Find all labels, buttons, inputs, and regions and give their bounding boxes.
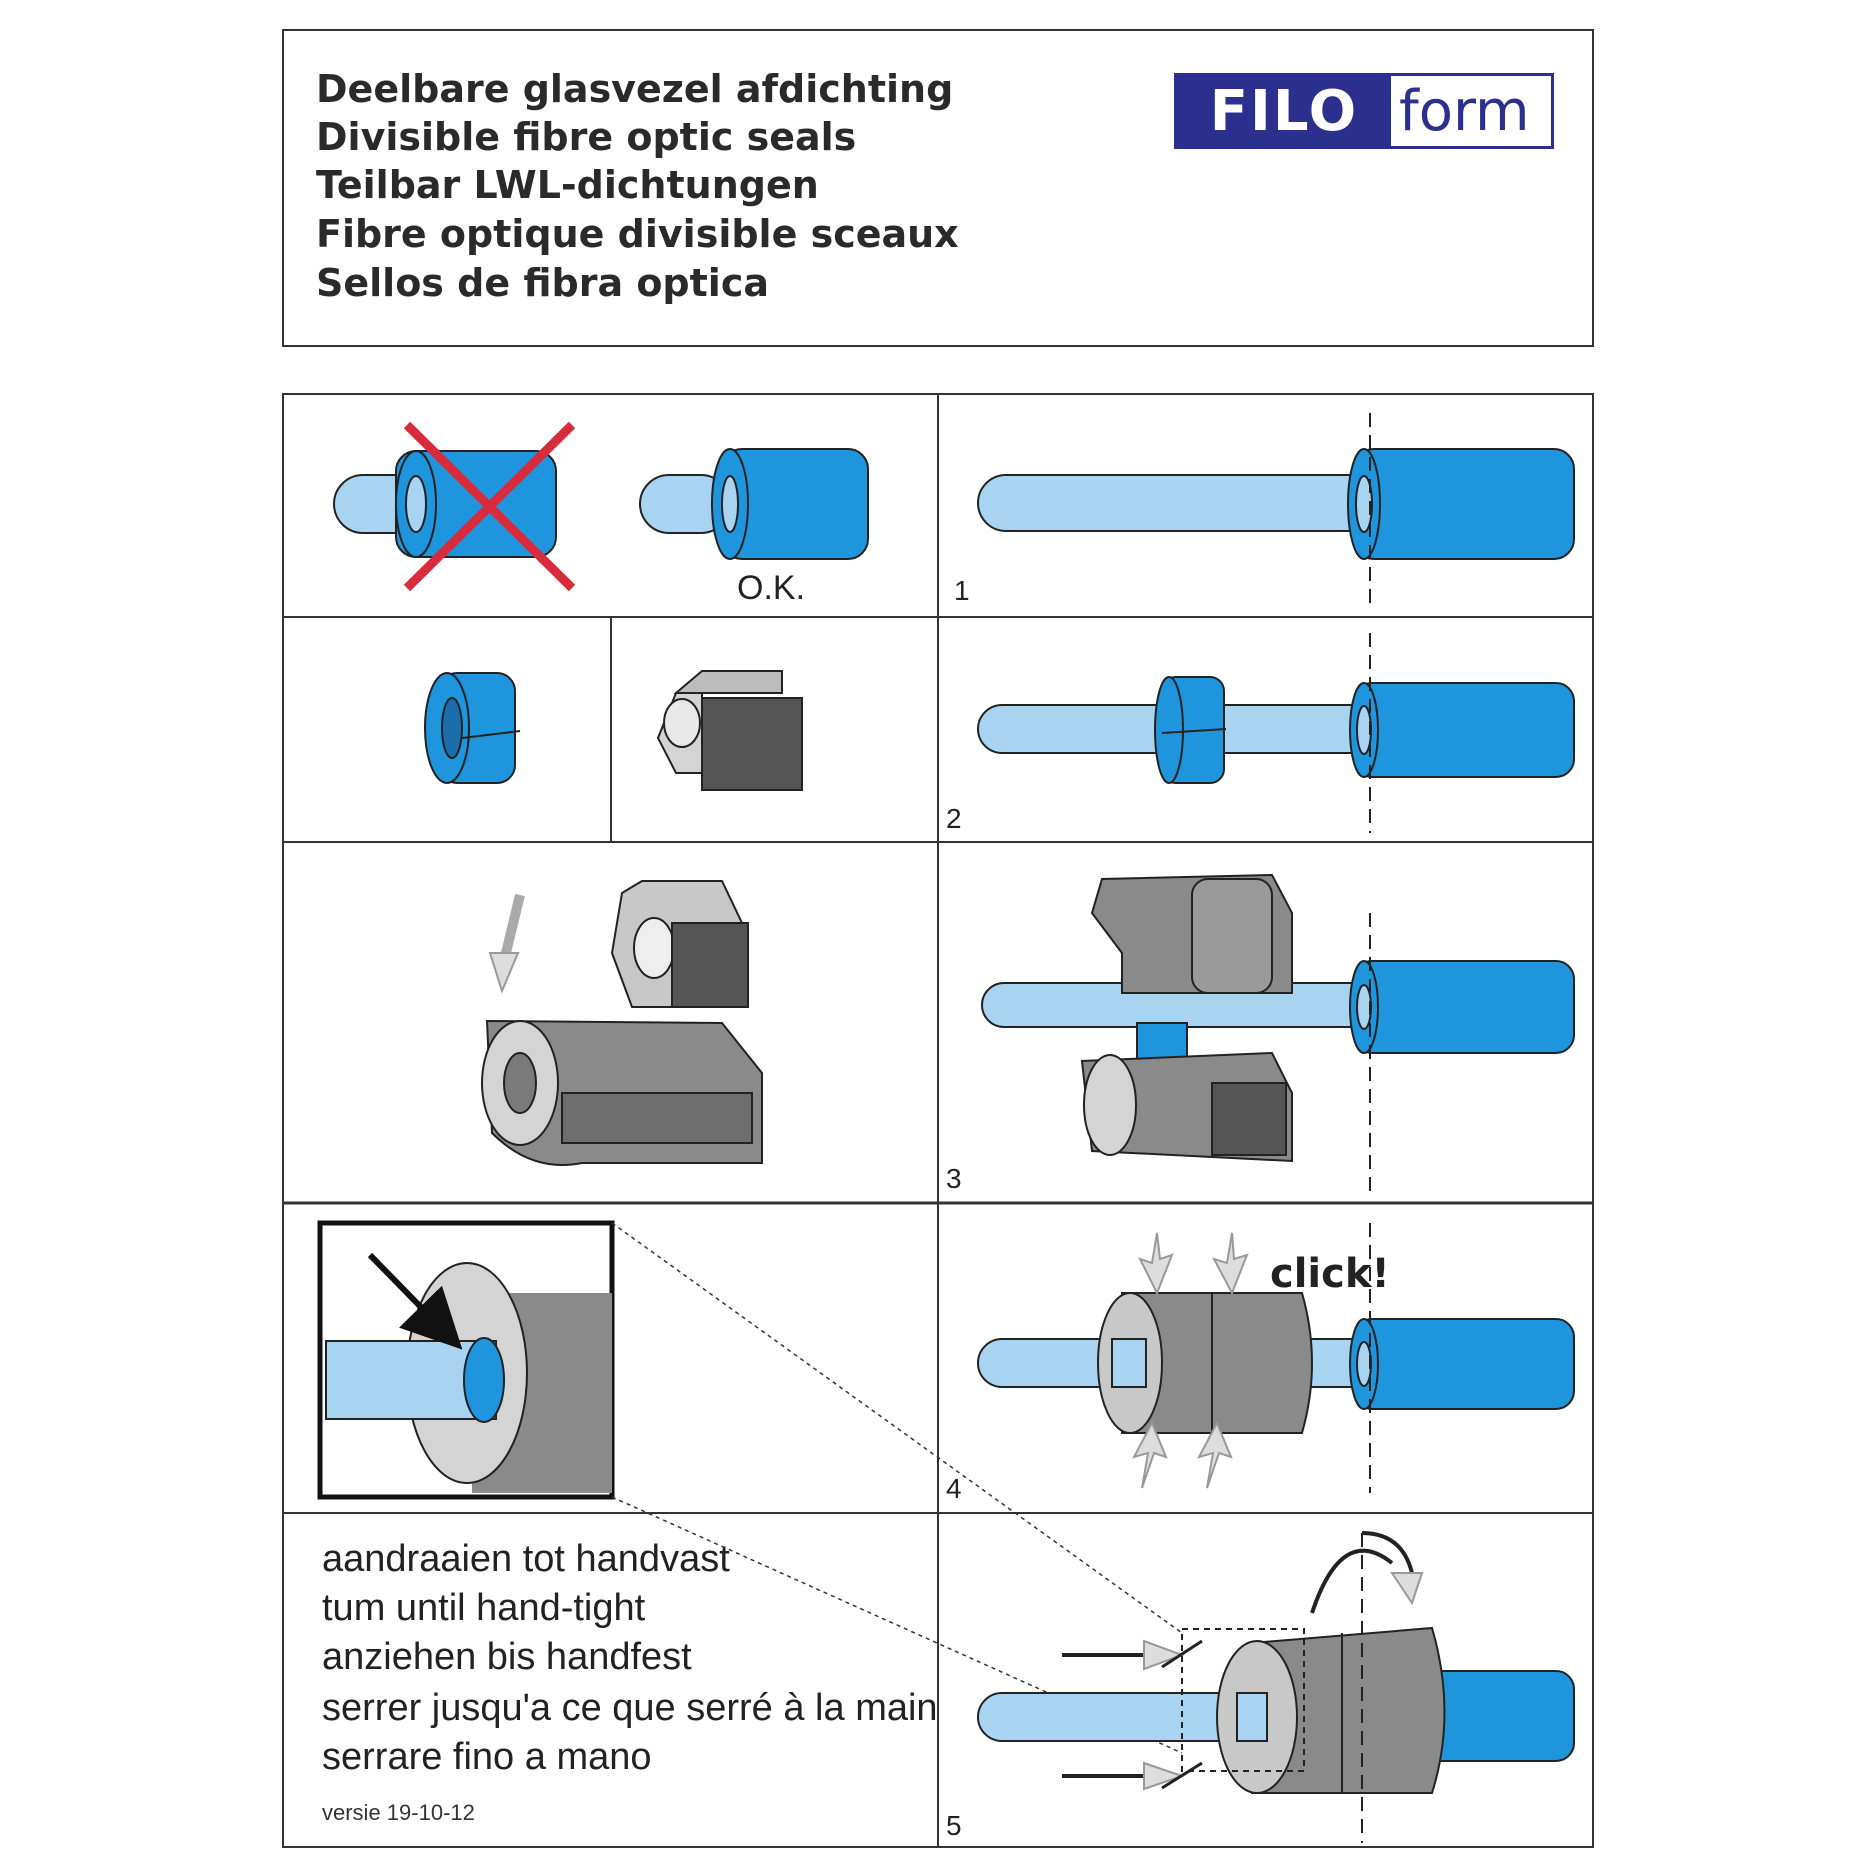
step-number-3: 3	[946, 1163, 962, 1194]
zoom-detail-icon	[317, 1220, 615, 1500]
instruction-dutch: aandraaien tot handvast	[322, 1538, 730, 1580]
step-number-5: 5	[946, 1810, 962, 1841]
panel-wrong-ok: O.K.	[333, 421, 869, 607]
header-box: Deelbare glasvezel afdichting Divisible …	[282, 29, 1594, 347]
instruction-grid: O.K. 1 2	[282, 393, 1594, 1848]
zoom-guide-lines	[611, 1222, 1183, 1754]
assembly-exploded-icon	[481, 880, 763, 1166]
instruction-english: tum until hand-tight	[322, 1587, 646, 1629]
step-1-panel: 1	[954, 413, 1575, 606]
version-label: versie 19-10-12	[322, 1800, 475, 1825]
logo-form: form	[1399, 78, 1530, 144]
split-ring-icon	[424, 672, 521, 784]
title-spanish: Sellos de fibra optica	[316, 261, 769, 305]
click-label: click!	[1270, 1251, 1390, 1297]
insert-block-icon	[656, 670, 803, 791]
logo-filo: FILO	[1177, 76, 1391, 146]
instruction-german: anziehen bis handfest	[322, 1636, 692, 1678]
step-number-4: 4	[946, 1473, 962, 1504]
filoform-logo: FILO form	[1174, 73, 1554, 149]
grid-lines	[282, 393, 1594, 1848]
instruction-french: serrer jusqu'a ce que serré à la main	[322, 1687, 938, 1729]
title-german: Teilbar LWL-dichtungen	[316, 163, 819, 207]
ok-label: O.K.	[737, 569, 805, 607]
instruction-italian: serrare fino a mano	[322, 1736, 652, 1778]
title-dutch: Deelbare glasvezel afdichting	[316, 67, 954, 111]
step-4-panel: click! 4	[946, 1223, 1575, 1504]
step-number-1: 1	[954, 575, 970, 606]
ok-seal-icon	[639, 448, 869, 560]
step-5-panel: 5	[946, 1531, 1575, 1843]
title-english: Divisible fibre optic seals	[316, 115, 857, 159]
title-french: Fibre optique divisible sceaux	[316, 212, 959, 256]
step-2-panel: 2	[946, 633, 1575, 834]
wrong-seal-icon	[333, 421, 576, 592]
step-number-2: 2	[946, 803, 962, 834]
step-3-panel: 3	[946, 873, 1575, 1194]
